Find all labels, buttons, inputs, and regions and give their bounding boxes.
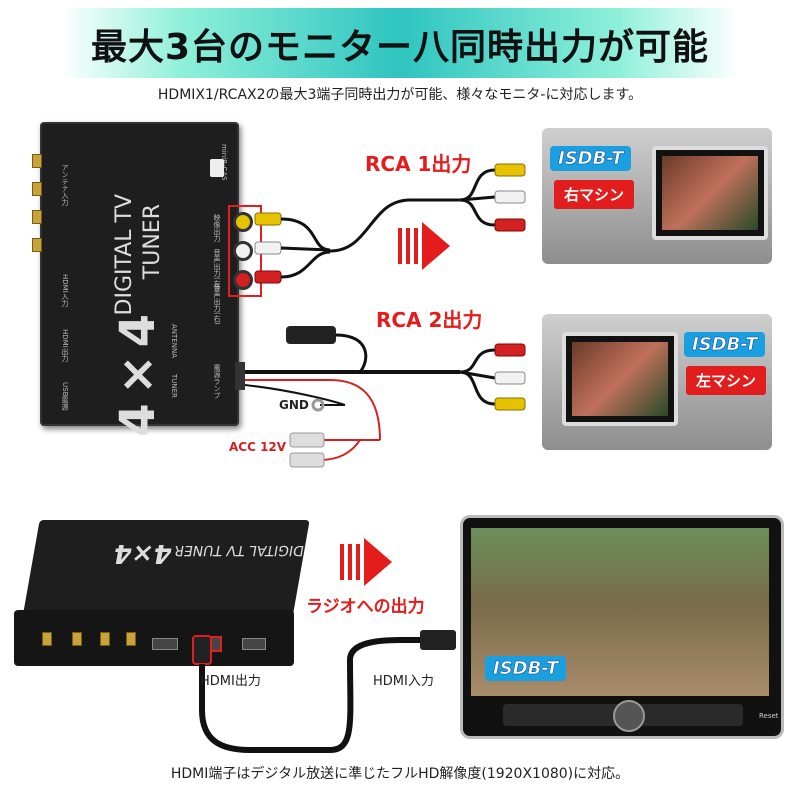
volume-knob[interactable] — [613, 700, 645, 732]
page-title: 最大3台のモニター八同時出力が可能 — [90, 27, 710, 68]
card-slot-icon — [210, 159, 224, 177]
screen-image — [662, 156, 758, 230]
page-subtitle: HDMIX1/RCAX2の最大3端子同時出力が可能、様々なモニタ-に対応します。 — [157, 87, 643, 103]
screen-image — [572, 342, 668, 416]
rca-jack-yellow — [233, 212, 253, 232]
hdmi-cable — [192, 630, 456, 753]
machine-tag: 右マシン — [554, 180, 635, 209]
rca2-harness — [235, 326, 526, 468]
acc-label: ACC 12V — [229, 440, 287, 454]
headrest-screen — [652, 146, 768, 240]
cable-diagram — [235, 163, 526, 468]
antenna-connector — [72, 632, 82, 646]
rca-jack-red — [233, 270, 253, 290]
footer-note: HDMI端子はデジタル放送に準じたフルHD解像度(1920X1080)に対応。 — [170, 766, 630, 782]
rca1-label: RCA 1出力 — [365, 152, 472, 176]
reset-label: Reset — [759, 712, 779, 720]
isdb-badge: ISDB-T — [485, 656, 567, 681]
rca-jack-white — [233, 241, 253, 261]
usb-port — [242, 638, 266, 650]
hdmi-out-label: HDMI出力 — [200, 674, 261, 689]
monitor-photo-left: ISDB-T 左マシン — [542, 314, 772, 450]
arrow-icon-lower — [340, 538, 392, 586]
antenna-connector — [32, 182, 42, 196]
antenna-connector — [32, 238, 42, 252]
arrow-icon-upper — [398, 222, 450, 270]
hdmi-in-port — [152, 638, 178, 650]
rca2-label: RCA 2出力 — [376, 308, 483, 332]
port-label: 映像出力 — [213, 214, 221, 242]
antenna-connector — [126, 632, 136, 646]
isdb-badge: ISDB-T — [550, 146, 632, 171]
headrest-screen — [562, 332, 678, 426]
rca1-plugs — [254, 163, 526, 284]
tuner-text: TUNER — [170, 374, 178, 398]
control-bar — [503, 700, 743, 732]
port-label: 音声出力(右) — [213, 284, 221, 325]
machine-tag: 左マシン — [686, 366, 767, 395]
antenna-text: ANTENNA — [170, 324, 178, 358]
antenna-connector — [32, 154, 42, 168]
port-label: HDMI出力 — [61, 329, 69, 362]
tuner-model: 4×4 — [111, 538, 175, 568]
port-label: HDMI入力 — [61, 274, 69, 307]
gnd-label: GND — [279, 398, 309, 412]
monitor-photo-right: ISDB-T 右マシン — [542, 128, 772, 264]
port-label: アンテナ入力 — [61, 164, 69, 206]
port-label: miniB-CAS — [220, 144, 228, 181]
antenna-connector — [32, 210, 42, 224]
hdmi-in-label: HDMI入力 — [373, 674, 434, 689]
title-banner — [60, 8, 740, 78]
car-radio-display: ISDB-T Reset — [460, 515, 784, 739]
tuner-brand: DIGITAL TV TUNER — [172, 542, 306, 558]
tuner-front-panel — [14, 610, 294, 666]
antenna-connector — [42, 632, 52, 646]
radio-output-label: ラジオへの出力 — [306, 597, 425, 617]
antenna-connector — [100, 632, 110, 646]
port-label: 音声出力(左) — [213, 249, 221, 290]
isdb-badge: ISDB-T — [684, 332, 766, 357]
port-label: USB電源 — [61, 382, 69, 411]
port-label: 電源ランプ — [213, 364, 221, 399]
baseball-screen: ISDB-T — [471, 528, 769, 696]
